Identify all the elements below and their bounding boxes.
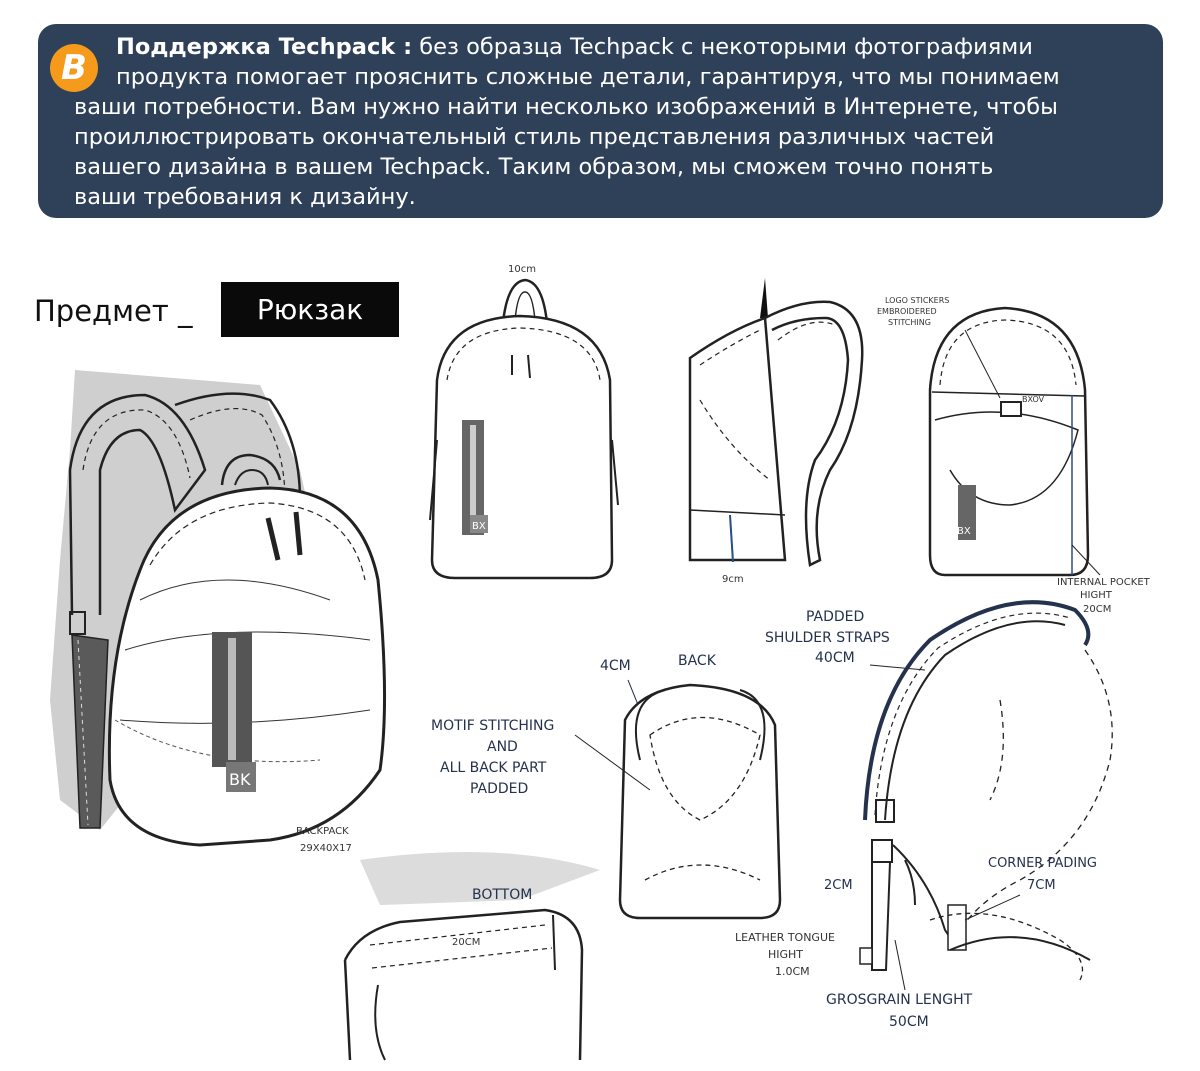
pocket-label-3: 20CM (1083, 604, 1111, 615)
pocket-label-2: HIGHT (1080, 590, 1113, 601)
front-logo-text: BX (472, 521, 486, 532)
pocket-label-1: INTERNAL POCKET (1057, 577, 1151, 588)
front-view-drawing: 10cm BX (429, 264, 619, 580)
main-logo-text: BK (229, 770, 251, 789)
bottom-view-drawing: BOTTOM 20CM (343, 887, 584, 1061)
straps-label-2: SHULDER STRAPS (765, 630, 890, 646)
top-width-label: 10cm (508, 264, 536, 275)
back-width-label: 4CM (600, 658, 631, 674)
side-depth-label: 9cm (722, 574, 744, 585)
item-label: Предмет _ (34, 294, 193, 328)
motif-label-3: ALL BACK PART (440, 760, 547, 776)
strap-detail-drawing: PADDED SHULDER STRAPS 40CM 2CM CORNER PA… (735, 600, 1113, 1030)
logo-note-2: EMBROIDERED (877, 307, 937, 316)
straps-label-3: 40CM (815, 650, 855, 666)
back-panel-drawing: 4CM BACK MOTIF STITCHING AND ALL BACK PA… (431, 653, 782, 920)
straps-label-1: PADDED (806, 609, 864, 625)
leather-label-2: HIGHT (768, 948, 803, 961)
rear-logo-text: BX (957, 526, 971, 537)
banner-title: Поддержка Techpack : (116, 34, 413, 60)
corner-label-1: CORNER PADING (988, 856, 1097, 871)
rear-view-drawing: LOGO STICKERS EMBROIDERED STITCHING BXOV… (877, 296, 1151, 615)
grosgrain-label-2: 50CM (889, 1014, 929, 1030)
motif-label-4: PADDED (470, 781, 528, 797)
b-badge-icon: B (50, 44, 98, 92)
logo-text: BXOV (1022, 395, 1045, 404)
grosgrain-label-1: GROSGRAIN LENGHT (826, 992, 973, 1008)
leather-label-3: 1.0CM (775, 965, 810, 978)
banner-line-6: ваши требования к дизайну. (74, 184, 416, 210)
banner-line-2: продукта помогает прояснить сложные дета… (116, 64, 1060, 90)
item-value: Рюкзак (221, 282, 399, 337)
leather-label-1: LEATHER TONGUE (735, 931, 835, 944)
banner-line-5: вашего дизайна в вашем Techpack. Таким о… (74, 154, 994, 180)
logo-note-3: STITCHING (888, 318, 931, 327)
side-view-drawing: 9cm (688, 278, 864, 585)
info-banner: B Поддержка Techpack : без образца Techp… (38, 24, 1163, 218)
strap-width-label: 2CM (824, 878, 853, 893)
logo-note-1: LOGO STICKERS (885, 296, 949, 305)
main-caption-2: 29X40X17 (300, 843, 352, 854)
bottom-width-label: 20CM (452, 937, 480, 948)
banner-line-4: проиллюстрировать окончательный стиль пр… (74, 124, 995, 150)
corner-label-2: 7CM (1027, 878, 1056, 893)
bottom-title: BOTTOM (472, 887, 532, 903)
back-title: BACK (678, 653, 717, 669)
banner-line-3: ваши потребности. Вам нужно найти нескол… (74, 94, 1058, 120)
banner-line-1: без образца Techpack с некоторыми фотогр… (419, 34, 1033, 60)
main-backpack-drawing: BK BACKPACK 29X40X17 (50, 370, 600, 905)
motif-label-2: AND (487, 739, 518, 755)
motif-label-1: MOTIF STITCHING (431, 718, 554, 734)
main-caption-1: BACKPACK (296, 826, 349, 837)
banner-text: Поддержка Techpack : без образца Techpac… (74, 32, 1154, 212)
